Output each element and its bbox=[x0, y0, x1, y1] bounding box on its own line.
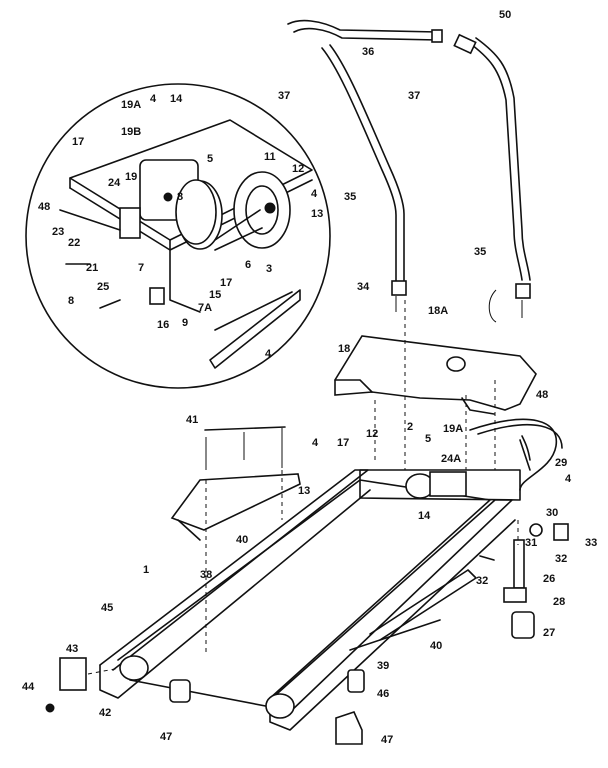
part-callout-1: 1 bbox=[143, 564, 149, 576]
part-callout-2: 2 bbox=[407, 421, 413, 433]
part-callout-19a: 19A bbox=[121, 99, 141, 111]
part-callout-21: 21 bbox=[86, 262, 98, 274]
part-callout-46: 46 bbox=[377, 688, 389, 700]
part-callout-12: 12 bbox=[366, 428, 378, 440]
handlebar-assembly bbox=[287, 19, 531, 323]
part-callout-37: 37 bbox=[278, 90, 290, 102]
part-callout-25: 25 bbox=[97, 281, 109, 293]
part-callout-19a: 19A bbox=[443, 423, 463, 435]
motor-detail-inset bbox=[25, 83, 331, 389]
part-callout-32: 32 bbox=[476, 575, 488, 587]
part-callout-4: 4 bbox=[311, 188, 318, 200]
treadmill-frame bbox=[45, 469, 521, 745]
part-callout-5: 5 bbox=[207, 153, 213, 165]
part-callout-8: 8 bbox=[68, 295, 74, 307]
part-callout-43: 43 bbox=[66, 643, 78, 655]
part-callout-26: 26 bbox=[543, 573, 555, 585]
part-callout-4: 4 bbox=[265, 348, 272, 360]
part-callout-47: 47 bbox=[160, 731, 172, 743]
part-callout-14: 14 bbox=[418, 510, 431, 522]
part-callout-19: 19 bbox=[125, 171, 137, 183]
part-callout-16: 16 bbox=[157, 319, 169, 331]
part-callout-17: 17 bbox=[220, 277, 232, 289]
part-callout-9: 9 bbox=[182, 317, 188, 329]
part-callout-4: 4 bbox=[312, 437, 319, 449]
part-callout-24: 24 bbox=[108, 177, 121, 189]
part-callout-23: 23 bbox=[52, 226, 64, 238]
part-callout-41: 41 bbox=[186, 414, 198, 426]
part-callout-18a: 18A bbox=[428, 305, 448, 317]
side-rail-detached bbox=[170, 426, 301, 541]
part-callout-32: 32 bbox=[555, 553, 567, 565]
part-callout-19b: 19B bbox=[121, 126, 141, 138]
part-callout-4: 4 bbox=[565, 473, 572, 485]
part-callout-40: 40 bbox=[236, 534, 248, 546]
motor-hood bbox=[334, 335, 537, 415]
part-callout-28: 28 bbox=[553, 596, 565, 608]
part-callout-13: 13 bbox=[298, 485, 310, 497]
part-callout-17: 17 bbox=[337, 437, 349, 449]
part-callout-42: 42 bbox=[99, 707, 111, 719]
part-callout-29: 29 bbox=[555, 457, 567, 469]
part-callout-48: 48 bbox=[38, 201, 50, 213]
part-callout-27: 27 bbox=[543, 627, 555, 639]
part-callout-17: 17 bbox=[72, 136, 84, 148]
part-callout-5: 5 bbox=[425, 433, 431, 445]
part-callout-44: 44 bbox=[22, 681, 35, 693]
part-callout-35: 35 bbox=[344, 191, 356, 203]
part-callout-4: 4 bbox=[150, 93, 157, 105]
part-callout-38: 38 bbox=[200, 569, 212, 581]
part-callout-13: 13 bbox=[311, 208, 323, 220]
part-callout-8: 8 bbox=[177, 191, 183, 203]
part-callout-31: 31 bbox=[525, 537, 537, 549]
part-callout-39: 39 bbox=[377, 660, 389, 672]
part-callout-37: 37 bbox=[408, 90, 420, 102]
part-callout-34: 34 bbox=[357, 281, 370, 293]
part-callout-33: 33 bbox=[585, 537, 597, 549]
part-callout-7a: 7A bbox=[198, 302, 212, 314]
part-callout-40: 40 bbox=[430, 640, 442, 652]
part-callout-11: 11 bbox=[264, 151, 276, 163]
part-callout-30: 30 bbox=[546, 507, 558, 519]
part-callout-48: 48 bbox=[536, 389, 548, 401]
part-callout-24a: 24A bbox=[441, 453, 461, 465]
part-callout-7: 7 bbox=[138, 262, 144, 274]
part-callout-36: 36 bbox=[362, 46, 374, 58]
part-callout-15: 15 bbox=[209, 289, 221, 301]
part-callout-18: 18 bbox=[338, 343, 350, 355]
part-callout-35: 35 bbox=[474, 246, 486, 258]
part-callout-22: 22 bbox=[68, 237, 80, 249]
part-callout-12: 12 bbox=[292, 163, 304, 175]
part-callout-6: 6 bbox=[245, 259, 251, 271]
assembly-guide-lines bbox=[87, 300, 519, 675]
part-callout-45: 45 bbox=[101, 602, 113, 614]
part-callout-50: 50 bbox=[499, 9, 511, 21]
part-callout-47: 47 bbox=[381, 734, 393, 746]
part-callout-14: 14 bbox=[170, 93, 183, 105]
part-callout-3: 3 bbox=[266, 263, 272, 275]
